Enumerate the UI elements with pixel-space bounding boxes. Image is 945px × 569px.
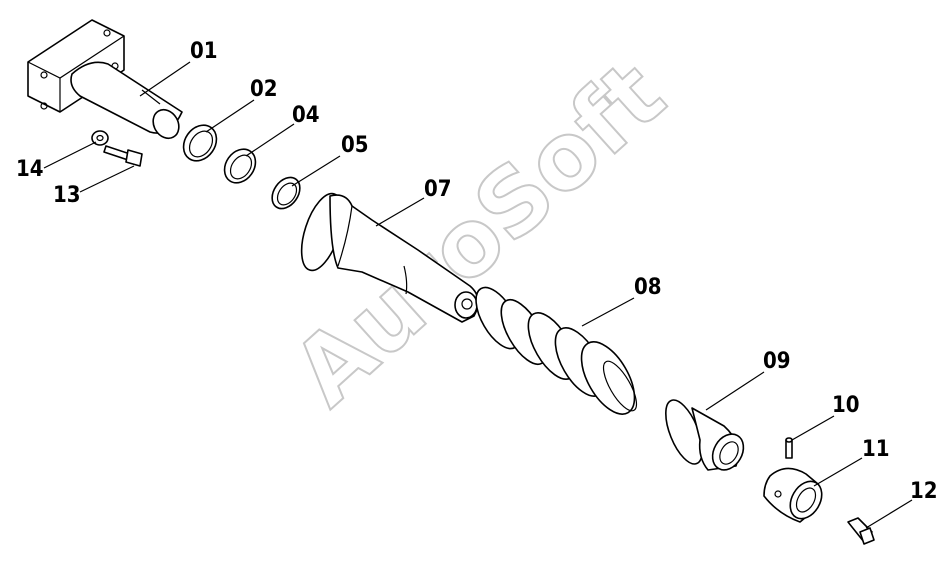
part-08-spring [475, 286, 638, 415]
label-01: 01 [190, 39, 218, 64]
part-05-ring [271, 176, 301, 210]
part-09-bushing [665, 399, 745, 471]
label-04: 04 [292, 103, 320, 128]
part-01-flange-shaft [27, 19, 183, 140]
label-08: 08 [634, 275, 662, 300]
label-10: 10 [832, 393, 860, 418]
label-13: 13 [53, 183, 81, 208]
part-14-washer [91, 130, 109, 146]
label-02: 02 [250, 77, 278, 102]
part-04-ring [223, 148, 257, 184]
part-02-ring [182, 124, 218, 162]
label-11: 11 [862, 437, 890, 462]
label-14: 14 [16, 157, 44, 182]
label-12: 12 [910, 479, 938, 504]
leader-lines [43, 61, 913, 529]
label-09: 09 [763, 349, 791, 374]
part-13-bolt [103, 145, 143, 167]
label-05: 05 [341, 133, 369, 158]
part-11-collar [763, 467, 823, 523]
part-10-pin [785, 437, 793, 459]
part-12-grease-fitting [847, 517, 875, 545]
label-07: 07 [424, 177, 452, 202]
